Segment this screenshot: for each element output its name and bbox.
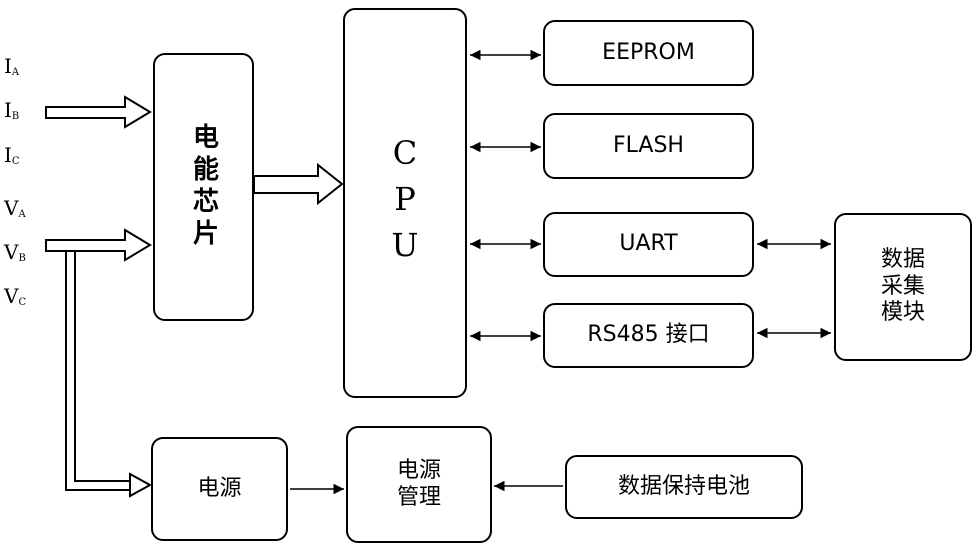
data-acquisition-label: 数据 采集 模块 <box>880 247 925 326</box>
uart-label: UART <box>619 231 678 257</box>
eeprom-block: EEPROM <box>543 20 754 86</box>
power-block: 电源 <box>151 437 288 541</box>
signal-vb: VB <box>4 240 26 264</box>
flash-label: FLASH <box>613 132 684 158</box>
current-input-arrow <box>45 95 152 129</box>
chip-to-cpu-arrow <box>253 162 344 206</box>
voltage-to-power-line-inner <box>74 251 130 482</box>
rs485-block: RS485 接口 <box>543 303 754 368</box>
backup-battery-block: 数据保持电池 <box>565 455 803 519</box>
signal-vc: VC <box>4 284 27 308</box>
energy-chip-label: 电能芯片 <box>188 123 219 251</box>
data-acquisition-block: 数据 采集 模块 <box>834 213 972 361</box>
eeprom-label: EEPROM <box>602 39 695 65</box>
signal-ib: IB <box>4 98 20 122</box>
cpu-label: CPU <box>386 134 424 272</box>
signal-va: VA <box>4 196 26 220</box>
signal-ic: IC <box>4 143 20 167</box>
voltage-to-power-line-outer <box>65 251 130 491</box>
signal-ia: IA <box>4 54 20 78</box>
backup-battery-label: 数据保持电池 <box>617 473 750 499</box>
power-management-block: 电源 管理 <box>346 426 492 543</box>
rs485-label: RS485 接口 <box>587 322 710 348</box>
uart-block: UART <box>543 212 754 277</box>
voltage-to-power-arrowhead <box>129 472 153 498</box>
cpu-block: CPU <box>343 8 467 398</box>
flash-block: FLASH <box>543 113 754 179</box>
energy-chip-block: 电能芯片 <box>153 53 254 321</box>
voltage-input-arrow <box>45 228 152 262</box>
power-management-label: 电源 管理 <box>396 458 441 510</box>
power-label: 电源 <box>197 475 242 501</box>
